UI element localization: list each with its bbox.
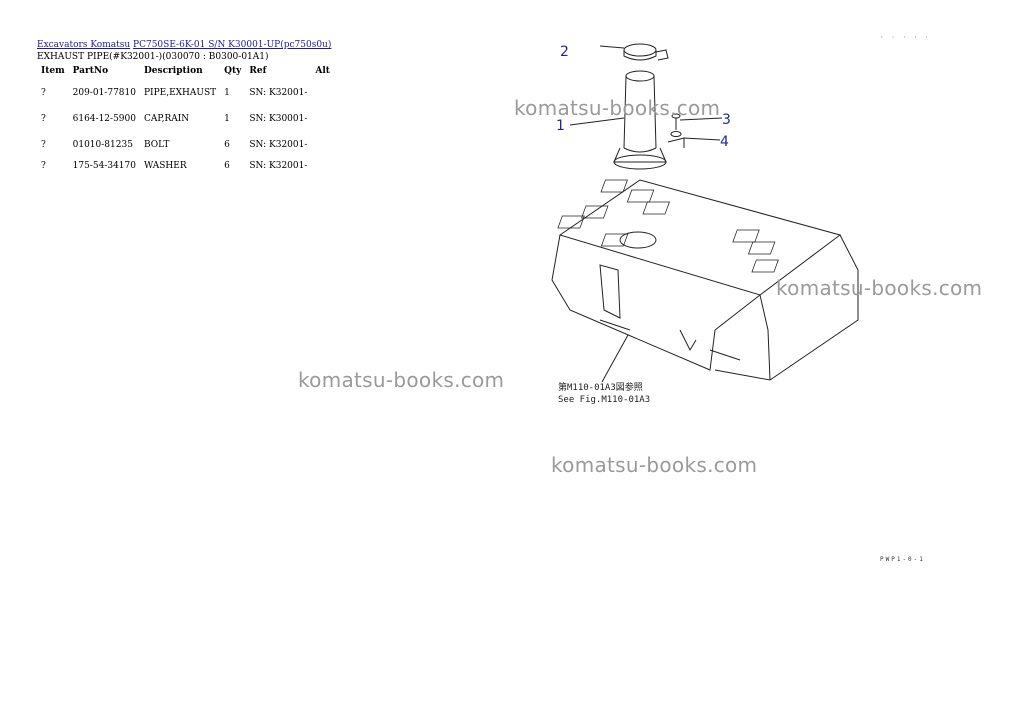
cell-alt: [311, 161, 334, 182]
cell-partno: 209-01-77810: [72, 88, 136, 98]
cell-alt: [311, 88, 334, 114]
cell-item: ?: [41, 140, 46, 150]
parts-table: Item PartNo Description Qty Ref Alt ? 20…: [37, 66, 334, 182]
header-ref: Ref: [249, 66, 267, 76]
breadcrumb-link-excavators[interactable]: Excavators Komatsu: [37, 40, 131, 50]
figure-reference-jp: 第M110-01A3図参照: [558, 381, 643, 393]
watermark: komatsu-books.com: [298, 368, 505, 392]
cell-alt: [311, 114, 334, 140]
callout-4: 4: [720, 134, 729, 150]
page-id: PWP1-0-1: [880, 556, 925, 563]
callout-2: 2: [560, 44, 569, 60]
callout-3: 3: [722, 112, 731, 128]
cell-description: BOLT: [143, 140, 170, 150]
cell-description: PIPE,EXHAUST: [143, 88, 217, 98]
page-subtitle: EXHAUST PIPE(#K32001-)(030070 : B0300-01…: [37, 52, 269, 62]
cell-ref: SN: K32001-: [249, 88, 308, 98]
cell-item: ?: [41, 161, 46, 171]
header-qty: Qty: [224, 66, 242, 76]
corner-marker: · · · · ·: [880, 34, 931, 41]
breadcrumb: Excavators Komatsu PC750SE-6K-01 S/N K30…: [37, 40, 331, 50]
cell-item: ?: [41, 88, 46, 98]
breadcrumb-link-model[interactable]: PC750SE-6K-01 S/N K30001-UP(pc750s0u): [133, 40, 332, 50]
cell-qty: 1: [224, 88, 230, 98]
cell-ref: SN: K32001-: [249, 161, 308, 171]
watermark: komatsu-books.com: [551, 453, 758, 477]
cell-partno: 01010-81235: [72, 140, 133, 150]
figure-reference-en: See Fig.M110-01A3: [558, 395, 650, 405]
cell-partno: 6164-12-5900: [72, 114, 136, 124]
table-row: ? 175-54-34170 WASHER 6 SN: K32001-: [37, 161, 334, 182]
cell-qty: 6: [224, 161, 230, 171]
cell-ref: SN: K30001-: [249, 114, 308, 124]
header-item: Item: [41, 66, 65, 76]
cell-qty: 1: [224, 114, 230, 124]
callout-1: 1: [556, 118, 565, 134]
table-row: ? 209-01-77810 PIPE,EXHAUST 1 SN: K32001…: [37, 88, 334, 114]
header-description: Description: [143, 66, 203, 76]
header-alt: Alt: [315, 66, 330, 76]
table-row: ? 01010-81235 BOLT 6 SN: K32001-: [37, 140, 334, 161]
cell-alt: [311, 140, 334, 161]
cell-item: ?: [41, 114, 46, 124]
cell-description: CAP,RAIN: [143, 114, 190, 124]
table-header-row: Item PartNo Description Qty Ref Alt: [37, 66, 334, 88]
cell-qty: 6: [224, 140, 230, 150]
table-row: ? 6164-12-5900 CAP,RAIN 1 SN: K30001-: [37, 114, 334, 140]
watermark: komatsu-books.com: [514, 96, 721, 120]
cell-description: WASHER: [143, 161, 187, 171]
cell-partno: 175-54-34170: [72, 161, 136, 171]
watermark: komatsu-books.com: [776, 276, 983, 300]
parts-diagram: 2 1 3 4 第M110-01A3図参照 See Fig.M110-01A3: [551, 43, 859, 405]
cell-ref: SN: K32001-: [249, 140, 308, 150]
header-partno: PartNo: [72, 66, 109, 76]
